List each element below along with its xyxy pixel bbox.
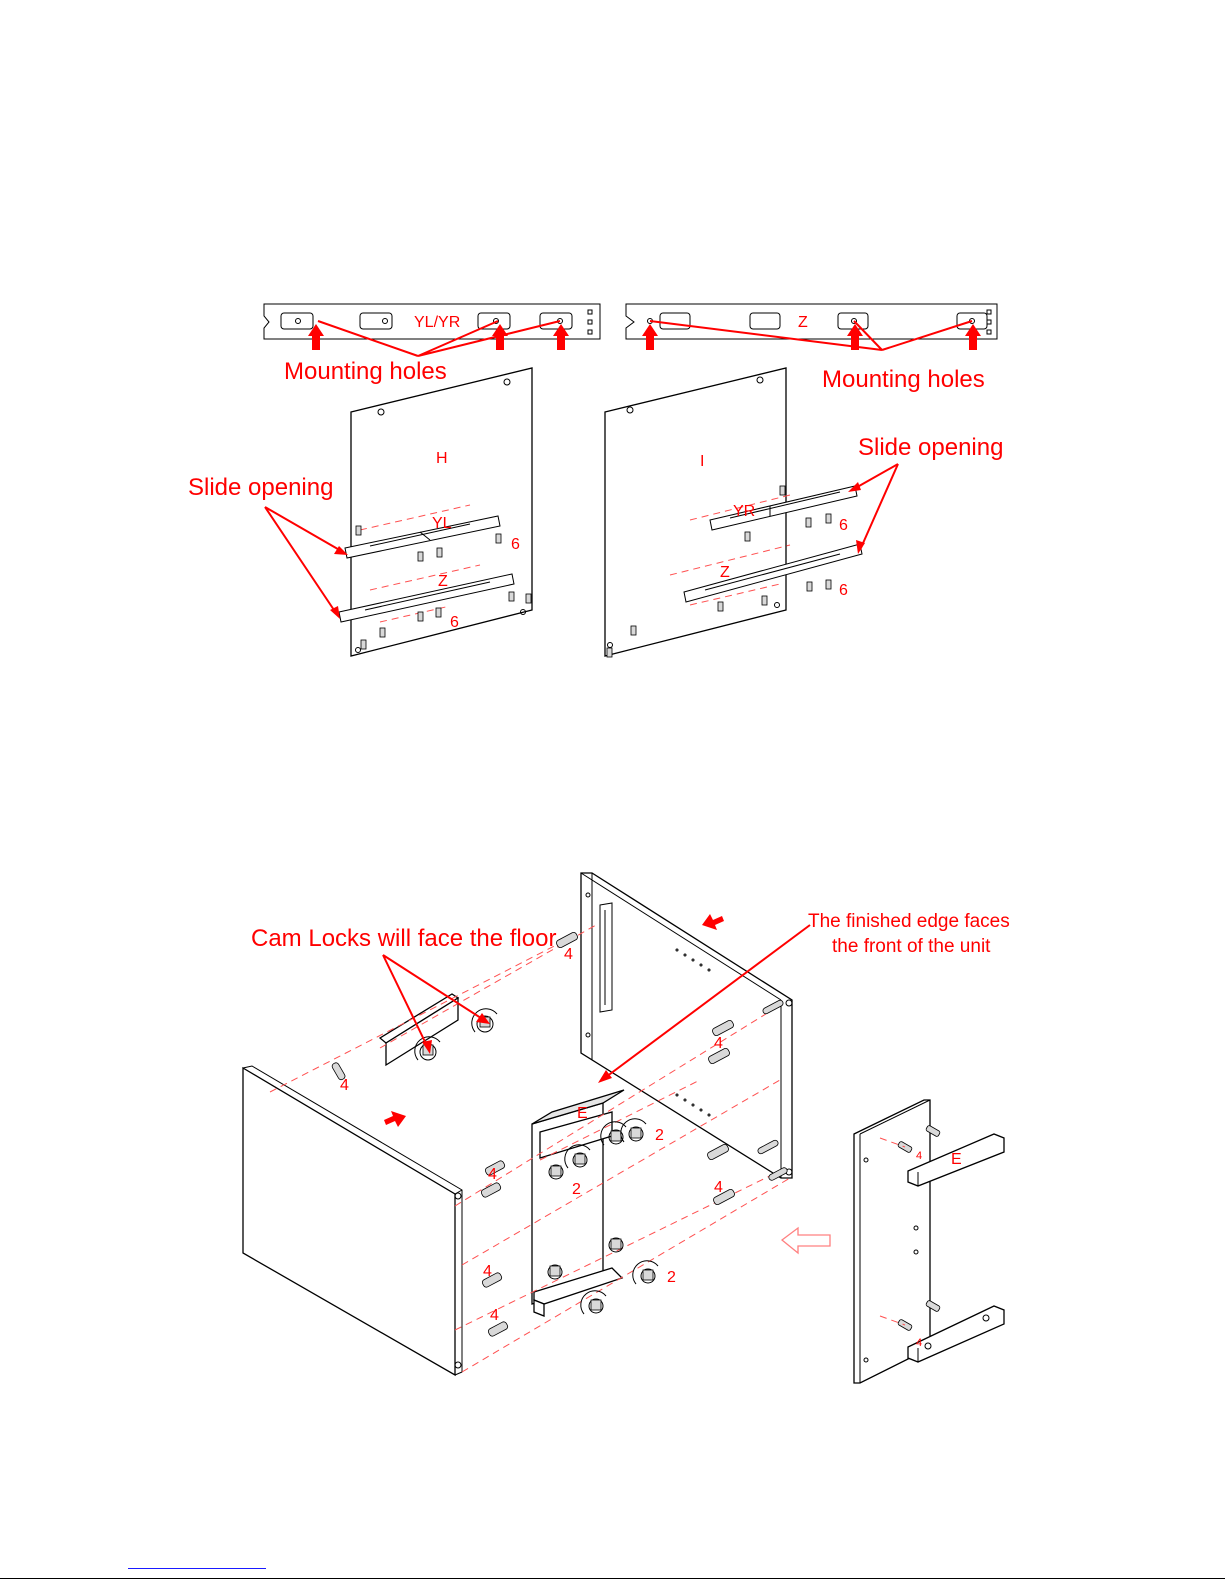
- footer-rule: [0, 1578, 1225, 1579]
- slide-opening-left-arrows: [265, 507, 348, 619]
- rail-z: [626, 304, 997, 339]
- slide-opening-right-label: Slide opening: [858, 434, 1003, 461]
- dowel-count-7: 4: [490, 1307, 499, 1324]
- slide-z-right-label: Z: [720, 564, 730, 581]
- part-e-detail-label: E: [951, 1151, 962, 1168]
- cam-count-2: 2: [572, 1181, 581, 1198]
- divider-detail-view: [854, 1100, 1004, 1383]
- part-e-main-label: E: [577, 1105, 588, 1122]
- panel-i-label: I: [700, 453, 704, 470]
- finished-edge-note-line-1: The finished edge faces: [808, 911, 1010, 932]
- front-direction-arrow-left: [384, 1111, 406, 1127]
- center-divider-panel: [532, 1090, 624, 1316]
- cam-count-1: 2: [655, 1127, 664, 1144]
- slide-yl-label: YL: [432, 515, 452, 532]
- dowel-count-6: 4: [483, 1263, 492, 1280]
- dowel-count-1: 4: [564, 946, 573, 963]
- slide-z-left-label: Z: [438, 573, 448, 590]
- left-side-panel: [243, 1066, 462, 1375]
- slide-installation-diagram: YL/YR Z Mounting holes Mounting holes: [188, 304, 1003, 657]
- screw-count-3: 6: [839, 517, 848, 534]
- screw-count-1: 6: [511, 536, 520, 553]
- mounting-holes-left-label: Mounting holes: [284, 358, 447, 385]
- detail-dowel-count-1: 4: [916, 1150, 922, 1162]
- view-direction-arrow: [782, 1228, 830, 1253]
- slide-opening-right-arrows: [848, 464, 898, 554]
- rail-z-label: Z: [798, 314, 808, 331]
- rail-yl-yr-label: YL/YR: [414, 314, 460, 331]
- panel-h-label: H: [436, 450, 448, 467]
- footer-link-underline[interactable]: [128, 1568, 266, 1569]
- screw-count-4: 6: [839, 582, 848, 599]
- detail-dowel-count-2: 4: [916, 1337, 922, 1349]
- mounting-holes-right-label: Mounting holes: [822, 366, 985, 393]
- panel-h: [339, 368, 532, 656]
- slide-yr-label: YR: [733, 503, 755, 520]
- dowel-count-5: 4: [714, 1179, 723, 1196]
- slide-opening-left-label: Slide opening: [188, 474, 333, 501]
- dowel-count-4: 4: [488, 1166, 497, 1183]
- cam-count-3: 2: [667, 1269, 676, 1286]
- cam-locks-note: Cam Locks will face the floor: [251, 925, 556, 952]
- screw-count-2: 6: [450, 614, 459, 631]
- finished-edge-note-line-2: the front of the unit: [832, 936, 991, 957]
- carcass-assembly-diagram: E 4 4 4 4: [243, 873, 1010, 1383]
- dowel-count-2: 4: [340, 1077, 349, 1094]
- dowel-count-3: 4: [714, 1035, 723, 1052]
- front-direction-arrow-right: [702, 914, 724, 930]
